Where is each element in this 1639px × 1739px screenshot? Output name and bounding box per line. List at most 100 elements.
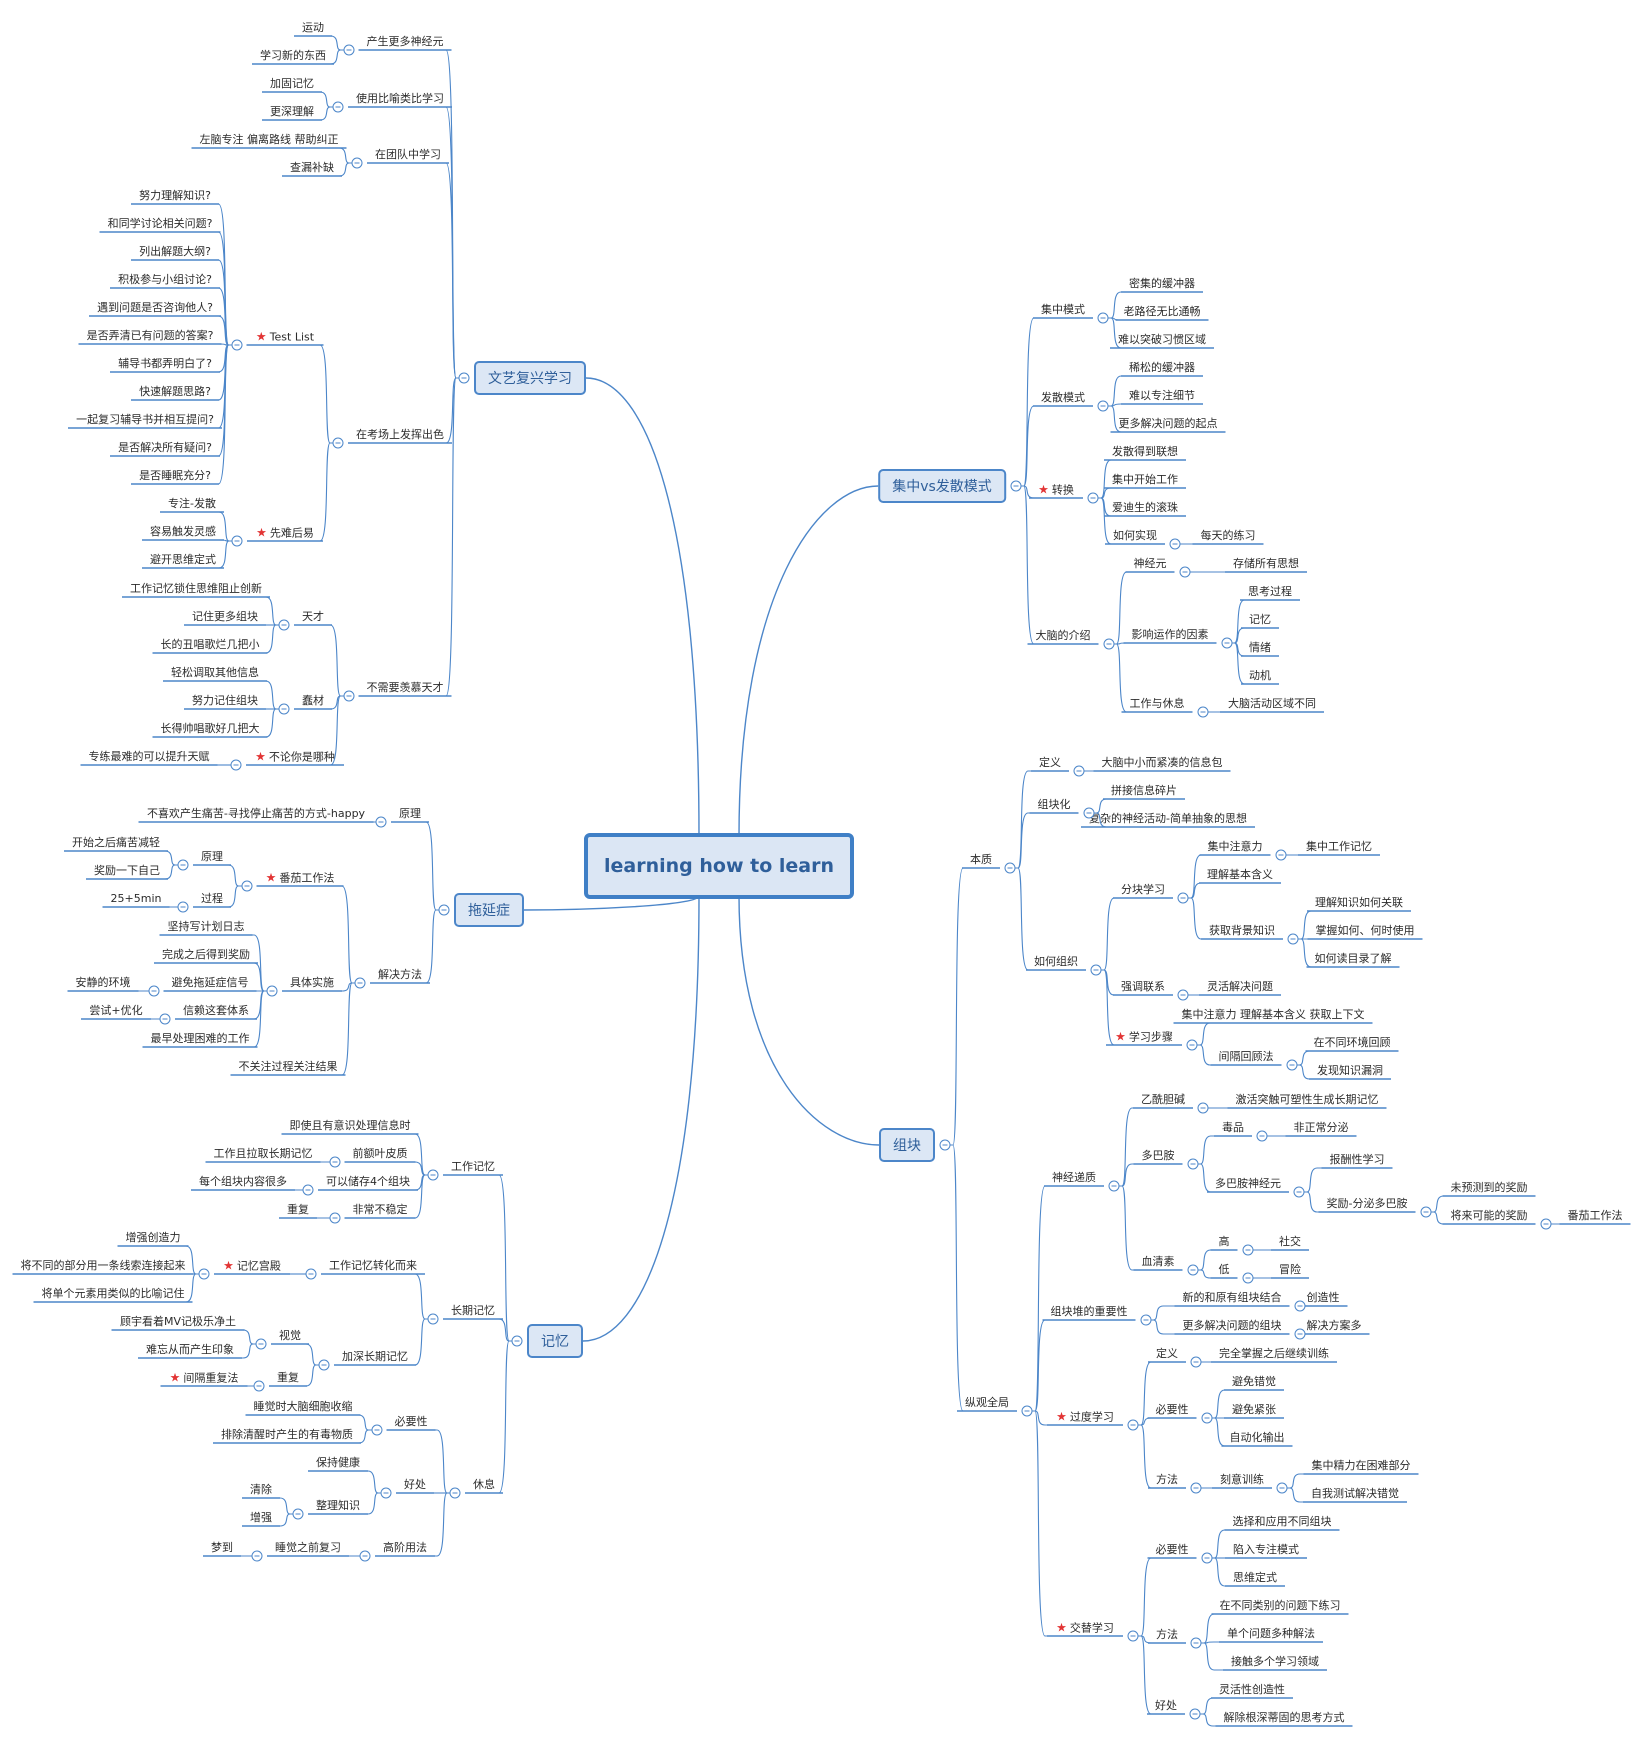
collapse-toggle-icon[interactable] [343,44,354,56]
topic-node-m2b1b[interactable]: 难忘从而产生印象 [146,1343,234,1357]
topic-node-p2b[interactable]: 具体实施 [290,976,334,990]
topic-node-m3b2b[interactable]: 增强 [250,1511,272,1525]
topic-node-c1c3[interactable]: ★学习步骤 [1115,1030,1173,1045]
topic-node-c2c1[interactable]: 定义 [1156,1347,1178,1361]
topic-node-r2a[interactable]: 加固记忆 [270,77,314,91]
topic-node-m2a1a[interactable]: 增强创造力 [126,1231,181,1245]
topic-node-r4a10[interactable]: 是否解决所有疑问? [118,441,212,455]
topic-node-f3c[interactable]: 爱迪生的滚珠 [1112,501,1178,515]
topic-node-f4b3[interactable]: 情绪 [1249,641,1271,655]
topic-node-c2c3a[interactable]: 刻意训练 [1220,1473,1264,1487]
collapse-toggle-icon[interactable] [1197,1102,1209,1114]
collapse-toggle-icon[interactable] [198,1268,210,1280]
topic-node-r4a6[interactable]: 是否弄清已有问题的答案? [87,329,214,343]
topic-node-f4a[interactable]: 神经元 [1134,557,1167,571]
topic-node-m2b2[interactable]: 重复 [277,1371,299,1385]
collapse-toggle-icon[interactable] [1108,1180,1120,1192]
topic-node-r4b2[interactable]: 容易触发灵感 [150,525,216,539]
topic-node-p2[interactable]: 解决方法 [378,968,422,982]
topic-node-m3a1[interactable]: 睡觉时大脑细胞收缩 [254,1400,353,1414]
collapse-toggle-icon[interactable] [458,372,470,384]
topic-node-c2d2b[interactable]: 单个问题多种解法 [1227,1627,1315,1641]
topic-node-c2c3a1[interactable]: 集中精力在困难部分 [1312,1459,1411,1473]
collapse-toggle-icon[interactable] [427,1313,439,1325]
collapse-toggle-icon[interactable] [302,1184,314,1196]
collapse-toggle-icon[interactable] [1087,492,1099,504]
topic-node-p2b5[interactable]: 最早处理困难的工作 [151,1032,250,1046]
topic-node-r4a7[interactable]: 辅导书都弄明白了? [118,357,212,371]
collapse-toggle-icon[interactable] [1189,1708,1201,1720]
topic-node-m1b1[interactable]: 工作且拉取长期记忆 [214,1147,313,1161]
collapse-toggle-icon[interactable] [332,437,344,449]
topic-node-c2d1[interactable]: 必要性 [1156,1543,1189,1557]
topic-node-r4[interactable]: 在考场上发挥出色 [356,428,444,442]
topic-node-c2c2[interactable]: 必要性 [1156,1403,1189,1417]
collapse-toggle-icon[interactable] [255,1338,267,1350]
collapse-toggle-icon[interactable] [1097,312,1109,324]
collapse-toggle-icon[interactable] [1179,566,1190,578]
collapse-toggle-icon[interactable] [1187,1264,1198,1276]
collapse-toggle-icon[interactable] [1286,1059,1297,1071]
topic-node-m2a1b[interactable]: 将不同的部分用一条线索连接起来 [21,1259,186,1273]
topic-node-c2a3a1[interactable]: 社交 [1279,1235,1301,1249]
topic-node-c1b2[interactable]: 复杂的神经活动-简单抽象的思想 [1089,812,1247,826]
collapse-toggle-icon[interactable] [278,703,290,715]
topic-node-f1[interactable]: 集中模式 [1041,303,1085,317]
collapse-toggle-icon[interactable] [1293,1186,1305,1198]
topic-node-r4a9[interactable]: 一起复习辅导书并相互提问? [76,413,214,427]
topic-node-m1[interactable]: 工作记忆 [451,1160,495,1174]
topic-node-c2a3b[interactable]: 低 [1219,1263,1230,1277]
topic-node-c1c1b[interactable]: 理解基本含义 [1207,868,1273,882]
topic-node-c2a2b2b1[interactable]: 番茄工作法 [1568,1209,1623,1223]
topic-node-f3[interactable]: ★转换 [1038,483,1074,498]
collapse-toggle-icon[interactable] [1201,1412,1212,1424]
topic-node-r5c1[interactable]: 专练最难的可以提升天赋 [89,750,210,764]
topic-node-f2[interactable]: 发散模式 [1041,391,1085,405]
topic-node-r4a11[interactable]: 是否睡眠充分? [139,469,211,483]
topic-node-c2d2[interactable]: 方法 [1156,1628,1178,1642]
topic-node-f3d[interactable]: 如何实现 [1113,529,1157,543]
collapse-toggle-icon[interactable] [375,816,387,828]
topic-node-c1c3b[interactable]: 间隔回顾法 [1219,1050,1274,1064]
collapse-toggle-icon[interactable] [1287,933,1299,945]
topic-node-p2a1b[interactable]: 奖励一下自己 [94,864,160,878]
topic-node-c2d1b[interactable]: 陷入专注模式 [1233,1543,1299,1557]
topic-node-r4a8[interactable]: 快速解题思路? [139,385,211,399]
collapse-toggle-icon[interactable] [1010,480,1022,492]
topic-node-c2d[interactable]: ★交替学习 [1056,1621,1114,1636]
topic-node-f4c1[interactable]: 大脑活动区域不同 [1228,697,1316,711]
collapse-toggle-icon[interactable] [329,1212,340,1224]
collapse-toggle-icon[interactable] [1190,1482,1202,1494]
topic-node-m3c1[interactable]: 睡觉之前复习 [275,1541,341,1555]
collapse-toggle-icon[interactable] [1221,637,1232,649]
topic-node-r5a1[interactable]: 工作记忆锁住思维阻止创新 [130,582,262,596]
topic-node-f3b[interactable]: 集中开始工作 [1112,473,1178,487]
topic-node-r5b1[interactable]: 轻松调取其他信息 [171,666,259,680]
collapse-toggle-icon[interactable] [305,1268,317,1280]
collapse-toggle-icon[interactable] [1201,1552,1212,1564]
topic-node-f1c[interactable]: 难以突破习惯区域 [1118,333,1206,347]
topic-node-p2a2[interactable]: 过程 [201,892,223,906]
topic-node-c2a2b2[interactable]: 奖励-分泌多巴胺 [1327,1197,1408,1211]
topic-node-m3b2[interactable]: 整理知识 [316,1499,360,1513]
topic-node-c2[interactable]: 纵观全局 [965,1396,1009,1410]
topic-node-m1c[interactable]: 可以储存4个组块 [326,1175,410,1189]
main-branch-procrastination[interactable]: 拖延症 [454,893,524,927]
topic-node-c1c2a[interactable]: 灵活解决问题 [1207,980,1273,994]
topic-node-m1a[interactable]: 即使且有意识处理信息时 [290,1119,411,1133]
topic-node-m1d[interactable]: 非常不稳定 [353,1203,408,1217]
topic-node-m2a1c[interactable]: 将单个元素用类似的比喻记住 [42,1287,185,1301]
topic-node-p2c[interactable]: 不关注过程关注结果 [239,1060,338,1074]
topic-node-p2b4[interactable]: 信赖这套体系 [183,1004,249,1018]
collapse-toggle-icon[interactable] [1275,849,1286,861]
topic-node-c2b1[interactable]: 新的和原有组块结合 [1183,1291,1282,1305]
topic-node-f2c[interactable]: 更多解决问题的起点 [1119,417,1218,431]
topic-node-m3c[interactable]: 高阶用法 [383,1541,427,1555]
topic-node-c2d3b[interactable]: 解除根深蒂固的思考方式 [1224,1711,1345,1725]
topic-node-c1c1a1[interactable]: 集中工作记忆 [1306,840,1372,854]
topic-node-c2c3[interactable]: 方法 [1156,1473,1178,1487]
collapse-toggle-icon[interactable] [241,880,252,892]
topic-node-p1a[interactable]: 不喜欢产生痛苦-寻找停止痛苦的方式-happy [147,807,365,821]
topic-node-r4a4[interactable]: 积极参与小组讨论? [118,273,212,287]
topic-node-c1c1[interactable]: 分块学习 [1121,883,1165,897]
